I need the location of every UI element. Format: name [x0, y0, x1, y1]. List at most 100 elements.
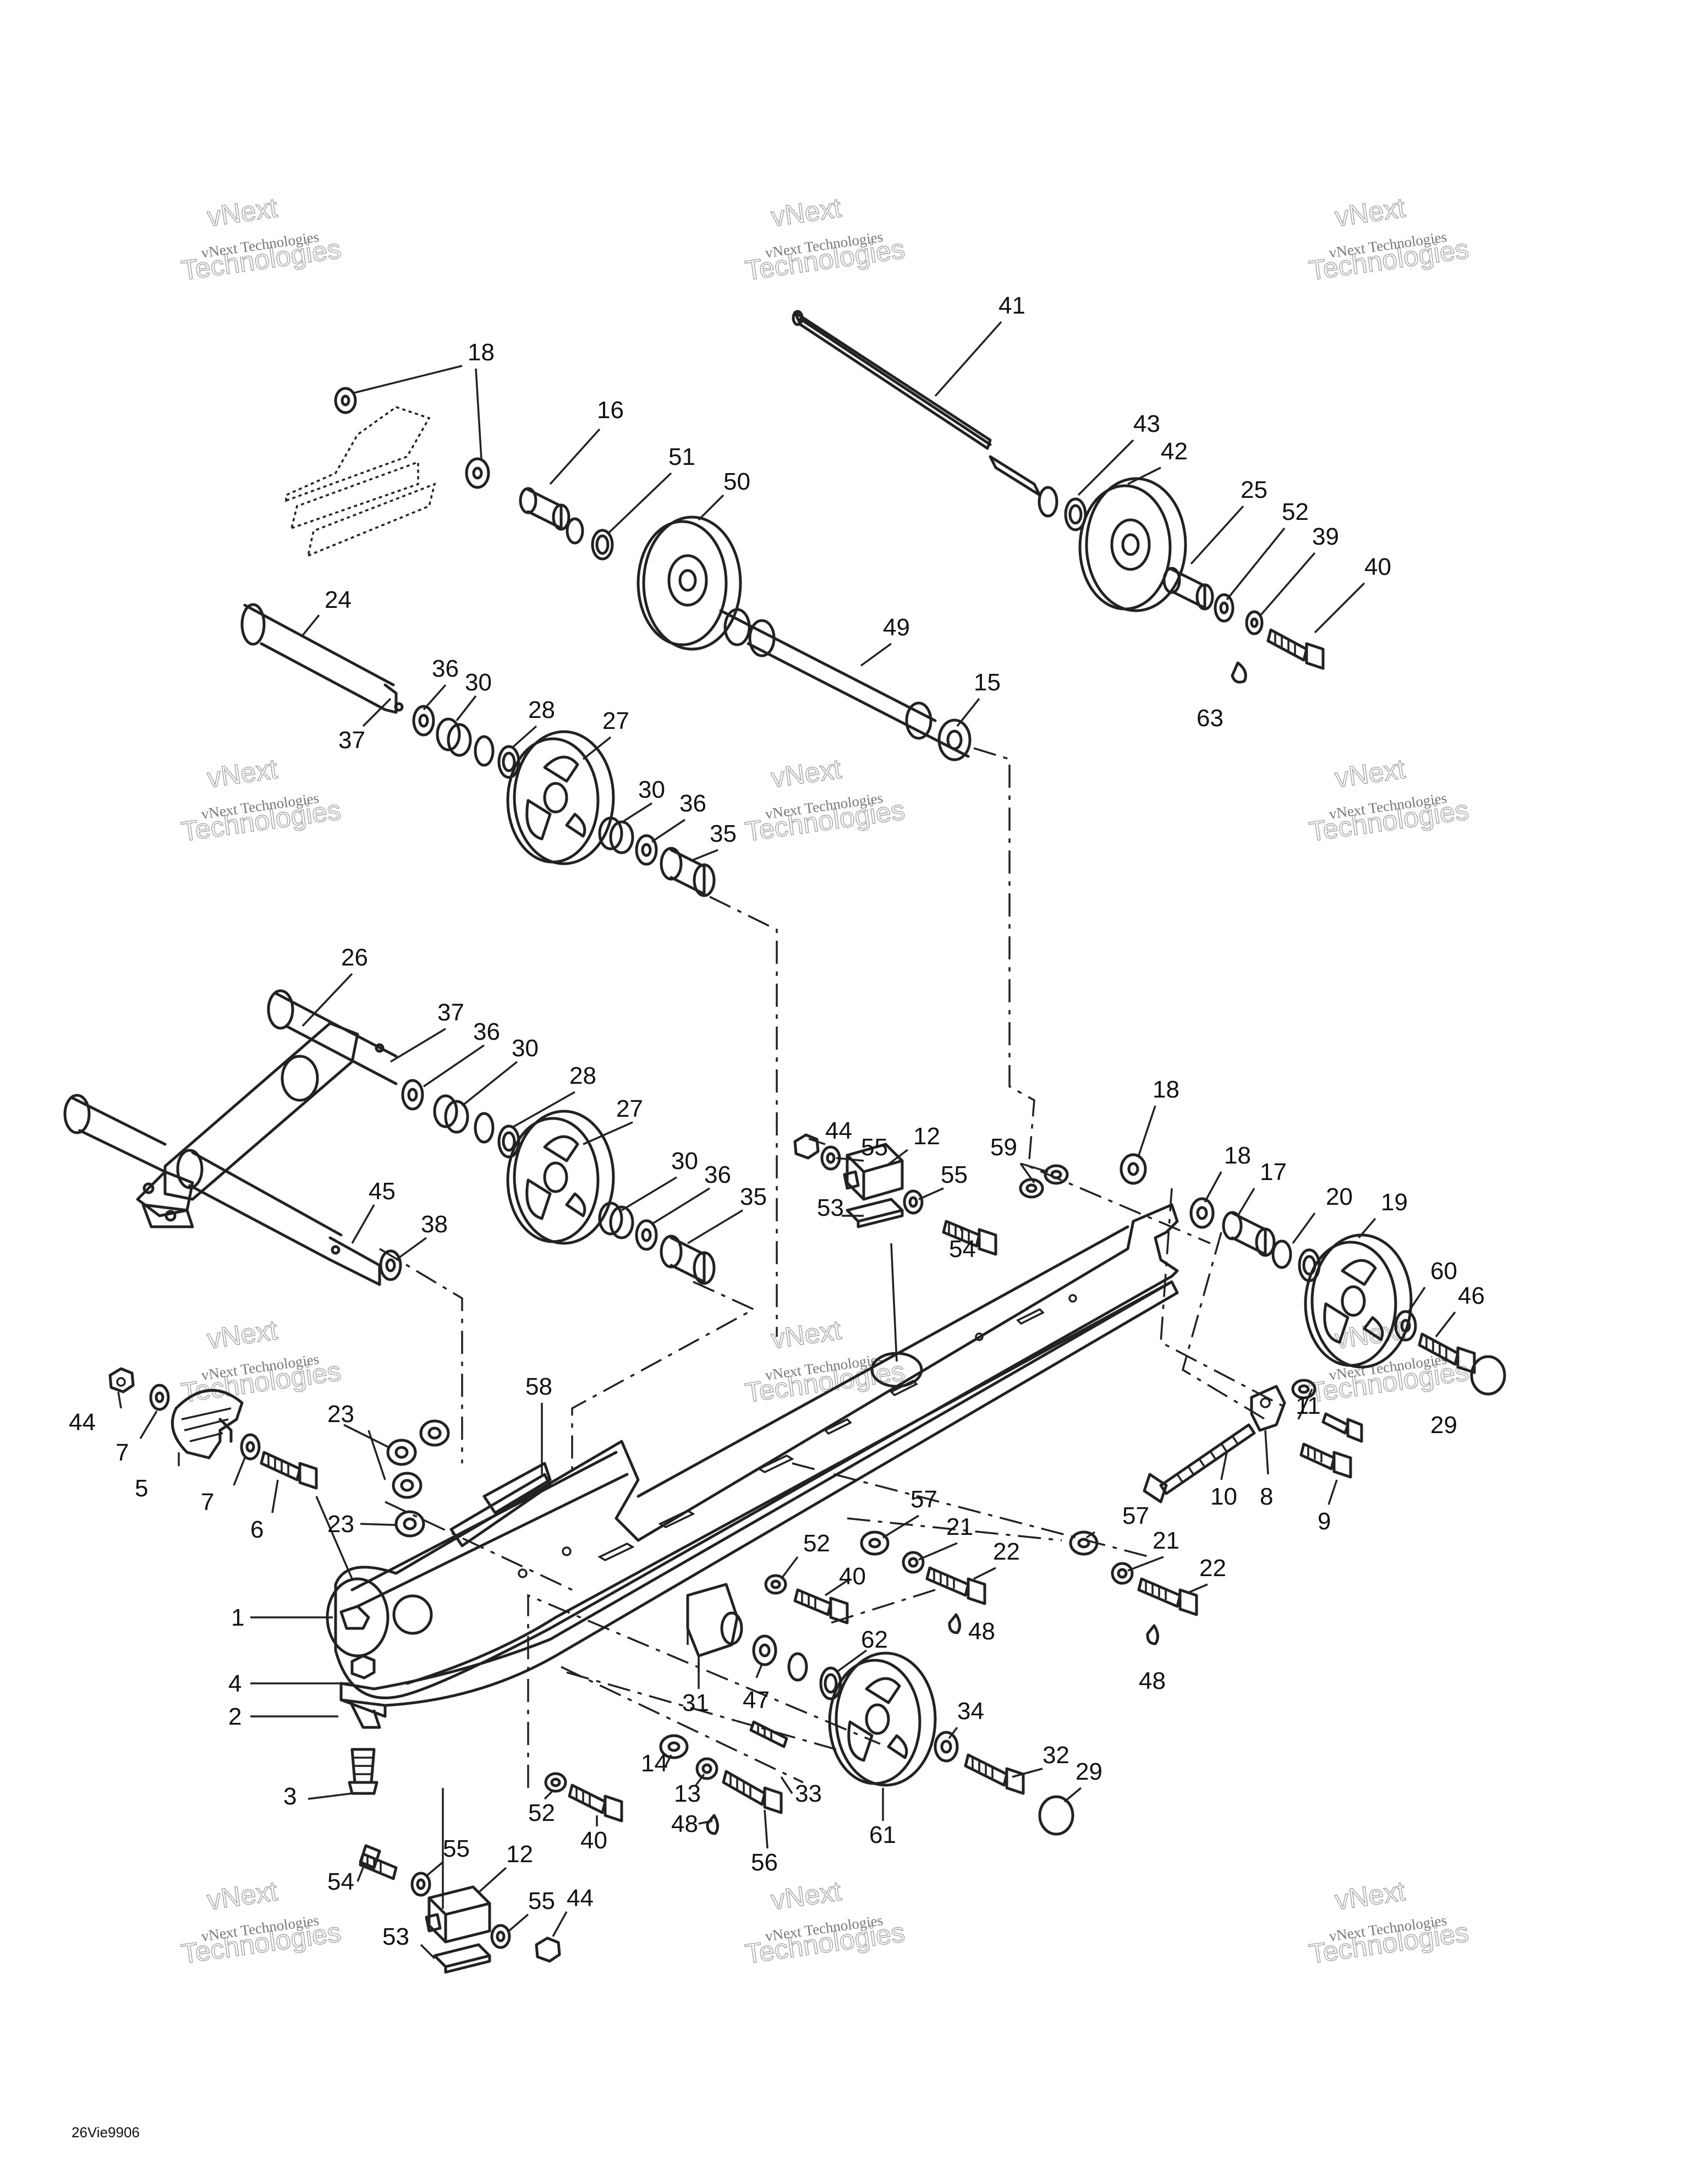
callout: 35 — [740, 1183, 767, 1210]
callout: 21 — [946, 1513, 973, 1540]
watermark: vNext Technologies vNext Technologies — [179, 753, 343, 847]
rear-axle-assembly-upper — [240, 603, 716, 897]
spacer-16 — [526, 488, 563, 530]
callout: 23 — [327, 1511, 354, 1538]
slider-2 — [339, 1280, 1179, 1707]
washer-23 — [392, 1472, 422, 1499]
washer-55 — [903, 1189, 924, 1215]
callout: 51 — [668, 443, 695, 470]
washer-21 — [1111, 1562, 1134, 1585]
washer-18 — [334, 387, 357, 414]
callout: 55 — [528, 1887, 555, 1914]
nut-44 — [108, 1367, 135, 1393]
upper-slider-block — [793, 1133, 997, 1256]
shaft-41 — [793, 311, 992, 450]
washer-7 — [240, 1433, 261, 1461]
watermark: vNext Technologies vNext Technologies — [743, 1875, 907, 1969]
callout: 12 — [506, 1841, 533, 1868]
watermark: vNext Technologies vNext Technologies — [1307, 753, 1470, 847]
callout: 19 — [1381, 1189, 1408, 1216]
nut-59 — [1044, 1164, 1069, 1185]
callout: 5 — [135, 1475, 148, 1502]
thread-locker-48 — [706, 1814, 719, 1835]
callout: 29 — [1430, 1412, 1457, 1439]
thread-locker-48 — [948, 1613, 961, 1634]
washer-36 — [401, 1079, 424, 1111]
callout: 55 — [443, 1835, 470, 1862]
callout: 55 — [861, 1134, 888, 1161]
svg-text:vNext: vNext — [1333, 192, 1407, 232]
bolt-40 — [793, 1588, 832, 1616]
callout-labels: 18 16 51 50 41 43 42 25 52 39 40 63 24 3… — [69, 292, 1485, 1950]
watermark: vNext Technologies vNext Technologies — [1307, 1875, 1470, 1969]
callout: 39 — [1312, 523, 1339, 550]
watermark: vNext Technologies vNext Technologies — [179, 1875, 343, 1969]
rail-1 — [334, 1203, 1179, 1699]
callout: 27 — [616, 1095, 643, 1122]
bolt-40 — [568, 1784, 607, 1814]
callout: 54 — [949, 1236, 976, 1263]
rear-idler-assembly — [1019, 1153, 1506, 1503]
callout: 36 — [704, 1161, 731, 1188]
callout: 62 — [861, 1626, 888, 1653]
stopper-5 — [171, 1389, 244, 1459]
callout: 2 — [228, 1703, 242, 1730]
callout: 30 — [512, 1035, 539, 1062]
callout: 27 — [602, 707, 629, 734]
callout: 35 — [710, 820, 737, 847]
callout: 44 — [69, 1409, 96, 1436]
callout: 25 — [1241, 476, 1268, 503]
callout: 48 — [1139, 1667, 1166, 1694]
washer-13 — [695, 1757, 718, 1780]
callout: 28 — [569, 1062, 596, 1089]
bolt-40 — [1266, 628, 1308, 662]
callout: 21 — [1153, 1527, 1179, 1554]
bolt-10 — [1159, 1423, 1256, 1495]
svg-text:vNext: vNext — [205, 1875, 279, 1916]
callout: 53 — [817, 1194, 844, 1221]
callout: 6 — [250, 1516, 264, 1543]
callout: 22 — [993, 1538, 1020, 1565]
drawing-reference: 26Vie9906 — [72, 2124, 140, 2141]
callout: 41 — [998, 292, 1025, 319]
bolt-6 — [260, 1451, 301, 1481]
nut-44 — [793, 1133, 820, 1160]
callout: 57 — [1122, 1502, 1149, 1529]
svg-text:vNext: vNext — [1333, 1875, 1407, 1916]
shaft-24 — [243, 603, 395, 711]
spacer-35 — [670, 1236, 706, 1283]
upper-idler-assembly — [285, 387, 972, 761]
callout: 40 — [1364, 553, 1391, 580]
callout: 57 — [910, 1486, 937, 1513]
watermark: vNext Technologies vNext Technologies — [743, 191, 907, 286]
wheel-42 — [1085, 477, 1187, 612]
callout: 52 — [1282, 498, 1309, 525]
callout: 60 — [1430, 1258, 1457, 1285]
callout: 53 — [382, 1923, 409, 1950]
callout: 22 — [1199, 1555, 1226, 1582]
callout: 44 — [567, 1885, 594, 1912]
washer-52 — [764, 1574, 787, 1595]
callout: 31 — [682, 1689, 709, 1716]
washer-39 — [1245, 610, 1264, 635]
washer-47 — [752, 1634, 777, 1666]
washer-57 — [860, 1530, 890, 1556]
cross-bracket-31 — [686, 1583, 739, 1658]
spacer-30 — [598, 1201, 623, 1236]
bolt-54 — [942, 1220, 981, 1248]
callout: 18 — [468, 339, 495, 366]
callout: 38 — [421, 1211, 448, 1238]
callout: 44 — [825, 1117, 852, 1144]
washer-57 — [1069, 1530, 1099, 1556]
callout: 18 — [1153, 1076, 1179, 1103]
washer-14 — [659, 1734, 689, 1759]
callout: 28 — [528, 696, 555, 723]
callout: 20 — [1326, 1183, 1353, 1210]
washer-18 — [1120, 1153, 1147, 1185]
callout: 16 — [597, 397, 624, 424]
callout: 45 — [369, 1178, 396, 1205]
bolt-9 — [1299, 1442, 1336, 1470]
nut-4 — [350, 1654, 376, 1680]
washer-36 — [412, 705, 435, 737]
washer-52 — [544, 1772, 567, 1793]
